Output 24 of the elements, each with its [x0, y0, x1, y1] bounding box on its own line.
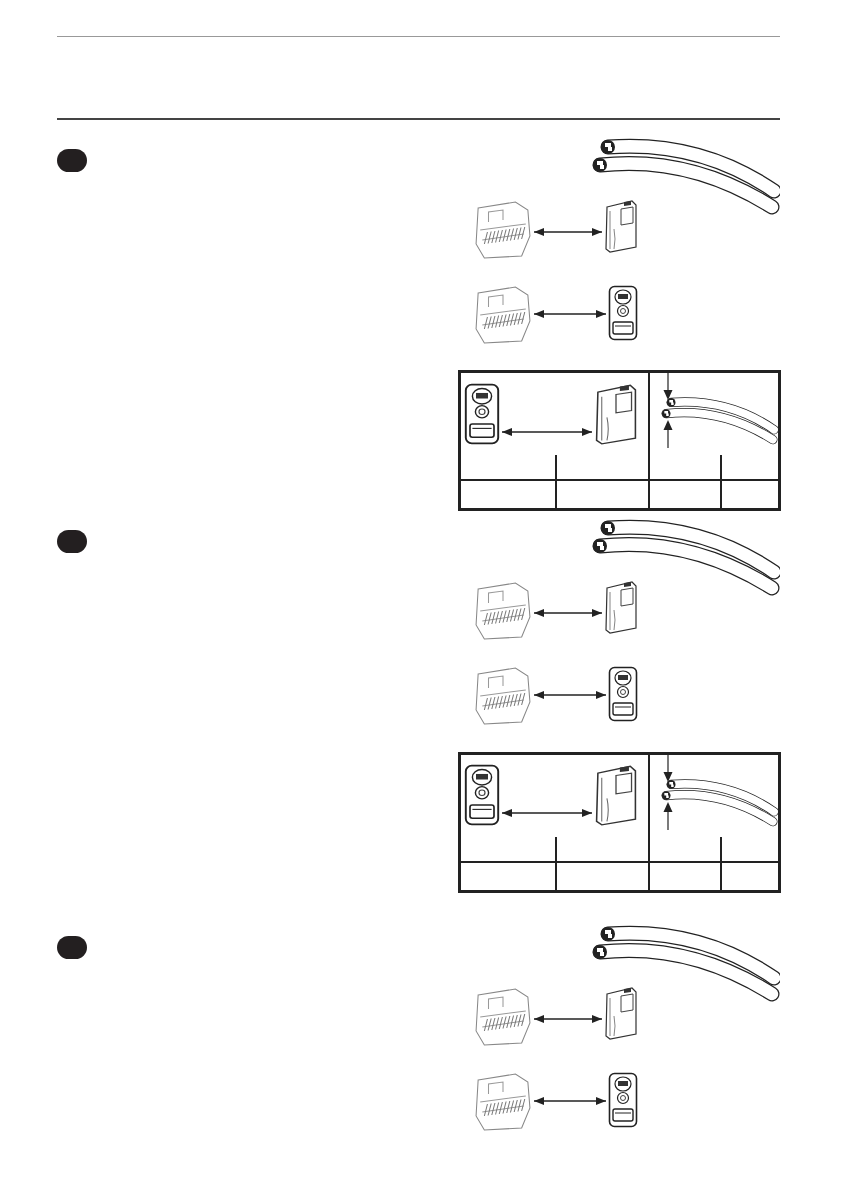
door-panel-drawing — [608, 1072, 638, 1128]
double-arrow — [533, 1097, 607, 1105]
distribution-unit-drawing — [474, 1072, 532, 1132]
door-panel-drawing — [608, 285, 638, 341]
monitor-drawing — [604, 986, 638, 1040]
door-panel-drawing — [464, 383, 500, 445]
distribution-unit-drawing — [474, 200, 532, 260]
distribution-unit-drawing — [474, 987, 532, 1047]
monitor-drawing — [604, 199, 638, 253]
distribution-unit-drawing — [474, 285, 532, 345]
door-panel-drawing — [608, 666, 638, 722]
double-arrow — [533, 310, 607, 318]
double-arrow — [533, 1015, 603, 1023]
monitor-drawing — [604, 580, 638, 634]
double-arrow — [501, 428, 593, 436]
door-panel-drawing — [464, 764, 500, 826]
double-arrow — [533, 609, 603, 617]
double-arrow — [501, 809, 593, 817]
monitor-drawing — [594, 764, 638, 826]
double-arrow — [533, 228, 603, 236]
double-arrow — [533, 691, 607, 699]
distribution-unit-drawing — [474, 666, 532, 726]
monitor-drawing — [594, 383, 638, 445]
distribution-unit-drawing — [474, 581, 532, 641]
